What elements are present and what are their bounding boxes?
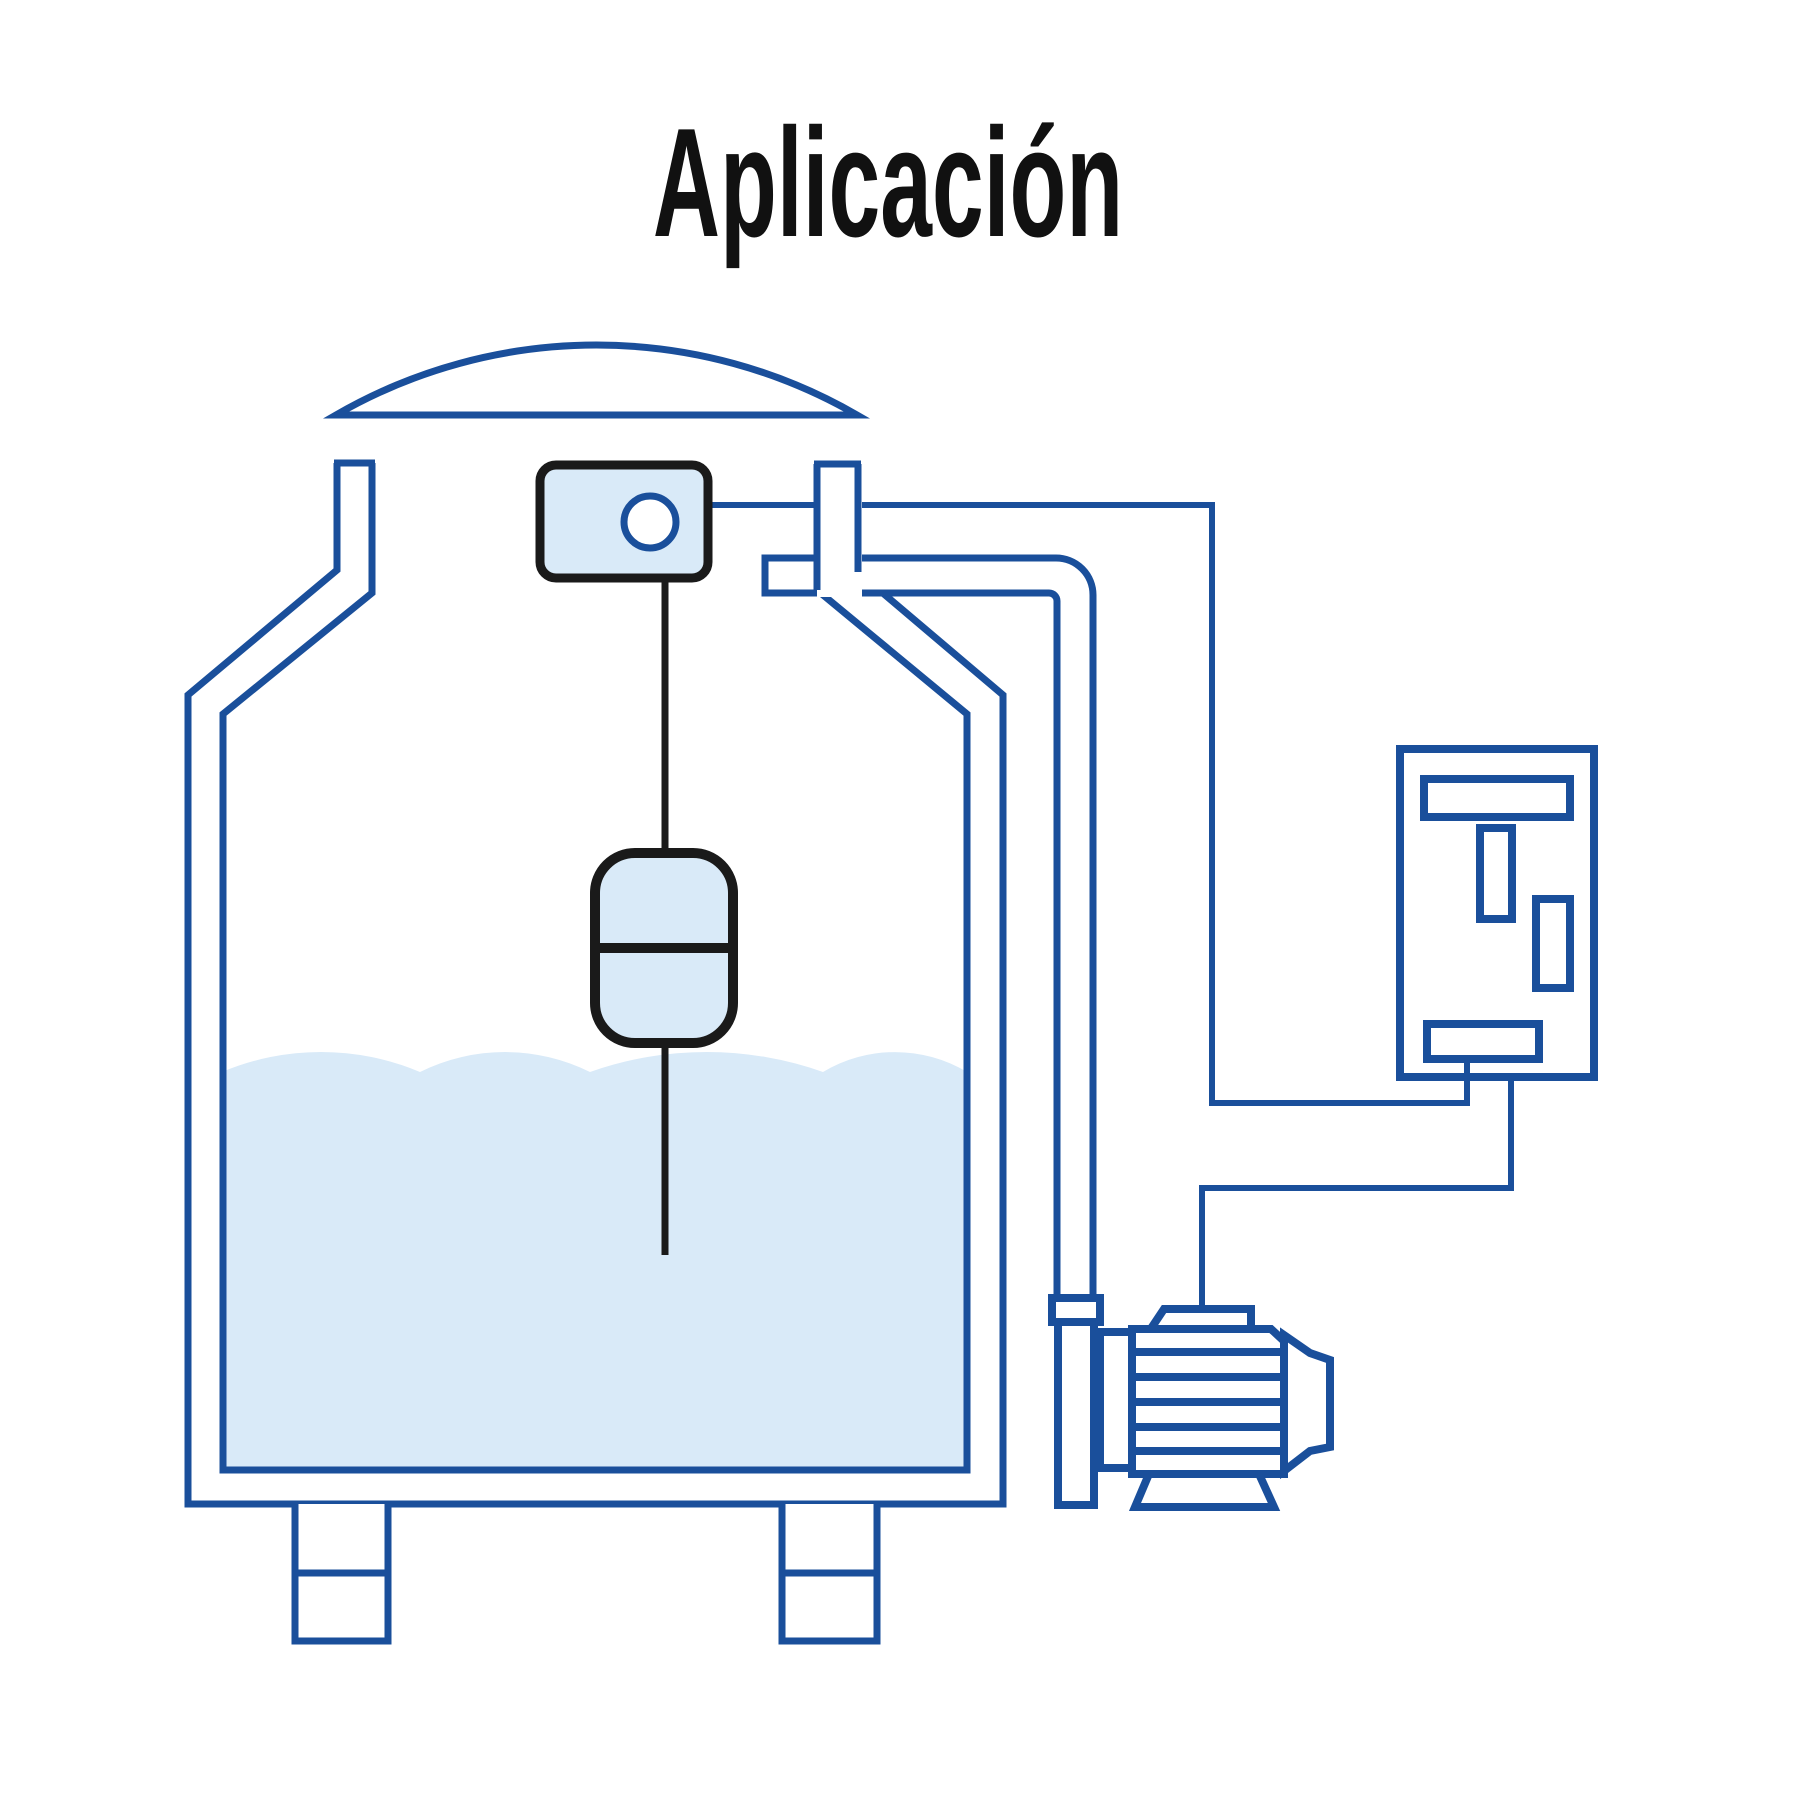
tank-legs bbox=[291, 1504, 881, 1645]
cable-gland-icon bbox=[620, 492, 680, 552]
pump-head bbox=[1096, 1328, 1136, 1472]
page-title-text: Aplicación bbox=[653, 97, 1123, 270]
control-box-icon bbox=[1396, 745, 1598, 1081]
page-title: Aplicación bbox=[653, 97, 1123, 270]
control-box-vent-bottom bbox=[1423, 1020, 1543, 1063]
wire-switch-to-control-box bbox=[708, 502, 1470, 1106]
pump-icon bbox=[1048, 1294, 1334, 1511]
pump-motor-fins bbox=[1132, 1348, 1284, 1455]
tank-water bbox=[222, 1051, 967, 1470]
tank-inner-wall bbox=[219, 463, 971, 1474]
pump-suction-pipe bbox=[1054, 1322, 1098, 1509]
float-switch bbox=[535, 460, 738, 1255]
pump-base bbox=[1128, 1470, 1281, 1511]
tank-lid-dome-icon bbox=[322, 341, 871, 419]
wire-control-box-to-pump bbox=[1199, 1077, 1514, 1311]
tank-neck-right-overlay bbox=[813, 460, 862, 597]
control-box-vent-top bbox=[1420, 775, 1574, 821]
fill-pipe bbox=[761, 554, 1097, 1304]
control-box-vent-middle bbox=[1476, 824, 1516, 923]
pump-fan-cover bbox=[1280, 1327, 1334, 1480]
pipe-coupling bbox=[1048, 1294, 1104, 1326]
control-box-vent-right bbox=[1532, 895, 1574, 992]
